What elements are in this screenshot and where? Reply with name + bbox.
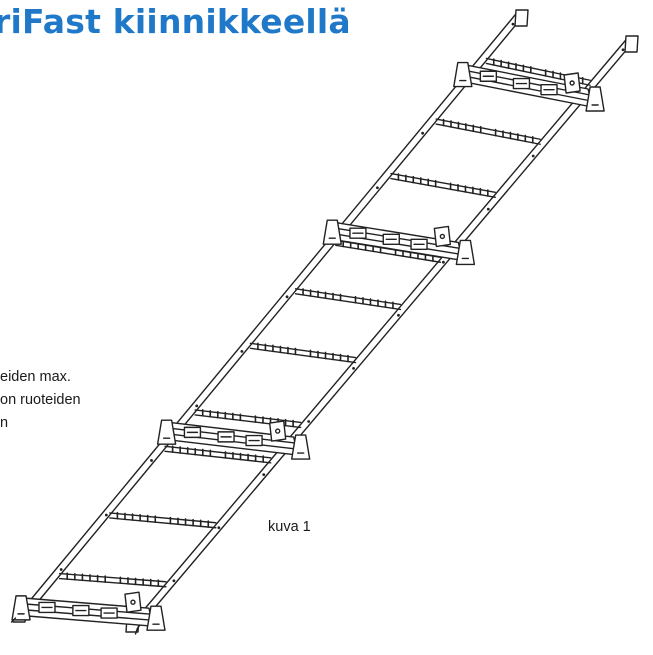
rung bbox=[109, 517, 217, 529]
body-line: eiden max. bbox=[0, 369, 71, 385]
rung bbox=[335, 244, 442, 263]
rail-hole bbox=[172, 579, 176, 583]
rail-end-sleeve bbox=[624, 35, 639, 53]
page-heading: riFast kiinnikkeellä bbox=[0, 2, 351, 41]
right-rail bbox=[136, 37, 638, 629]
rail-hole bbox=[397, 313, 400, 317]
rail-hole bbox=[621, 48, 625, 52]
bracket-bolt bbox=[274, 428, 281, 434]
bracket-foot bbox=[455, 239, 476, 266]
rung bbox=[194, 409, 302, 424]
rail-end bbox=[134, 627, 139, 635]
rung bbox=[390, 172, 496, 194]
right-rail bbox=[127, 37, 629, 629]
body-line: on ruoteiden bbox=[0, 392, 81, 408]
rung bbox=[109, 512, 217, 524]
rung bbox=[58, 572, 167, 583]
rail-hole bbox=[486, 207, 490, 211]
rung bbox=[435, 123, 541, 145]
ladder-drawing bbox=[10, 9, 639, 635]
rail-hole bbox=[307, 420, 311, 423]
rung bbox=[390, 177, 496, 199]
bracket-foot bbox=[453, 61, 473, 88]
rail-hole bbox=[352, 367, 355, 370]
figure-caption: kuva 1 bbox=[268, 519, 311, 535]
rail-hole bbox=[285, 295, 289, 299]
rail-hole bbox=[240, 349, 244, 353]
bracket-foot bbox=[322, 219, 342, 245]
rung bbox=[435, 118, 541, 140]
rung bbox=[249, 342, 357, 359]
left-rail bbox=[23, 11, 528, 619]
rung bbox=[249, 347, 357, 364]
rail-end-sleeve bbox=[514, 9, 529, 27]
rail-hole bbox=[441, 260, 445, 264]
bracket-bolt bbox=[130, 599, 136, 605]
rail-hole bbox=[421, 131, 424, 135]
left-rail bbox=[14, 11, 519, 619]
rail-hole bbox=[511, 22, 515, 26]
rail-hole bbox=[217, 526, 221, 530]
rail-hole bbox=[150, 459, 153, 462]
rail-hole bbox=[376, 186, 379, 190]
rail-hole bbox=[59, 568, 63, 571]
rail-hole bbox=[104, 513, 108, 517]
rung bbox=[164, 450, 272, 464]
rung bbox=[164, 445, 272, 459]
bracket-bolt bbox=[439, 233, 446, 240]
rung bbox=[58, 577, 167, 588]
bracket-foot bbox=[156, 419, 177, 445]
rail-hole bbox=[195, 404, 199, 408]
body-line: n bbox=[0, 415, 9, 431]
rail-end bbox=[10, 617, 17, 623]
rail-hole bbox=[531, 154, 535, 158]
bracket-foot bbox=[290, 434, 311, 460]
bracket-foot bbox=[11, 595, 31, 621]
rung bbox=[294, 288, 402, 306]
body-paragraph: eiden max. on ruoteiden n bbox=[0, 366, 81, 435]
rail-hole bbox=[262, 473, 266, 476]
bracket-foot bbox=[146, 605, 166, 631]
bracket-bolt bbox=[569, 80, 575, 86]
rung bbox=[294, 293, 402, 311]
bracket-foot bbox=[585, 86, 605, 112]
